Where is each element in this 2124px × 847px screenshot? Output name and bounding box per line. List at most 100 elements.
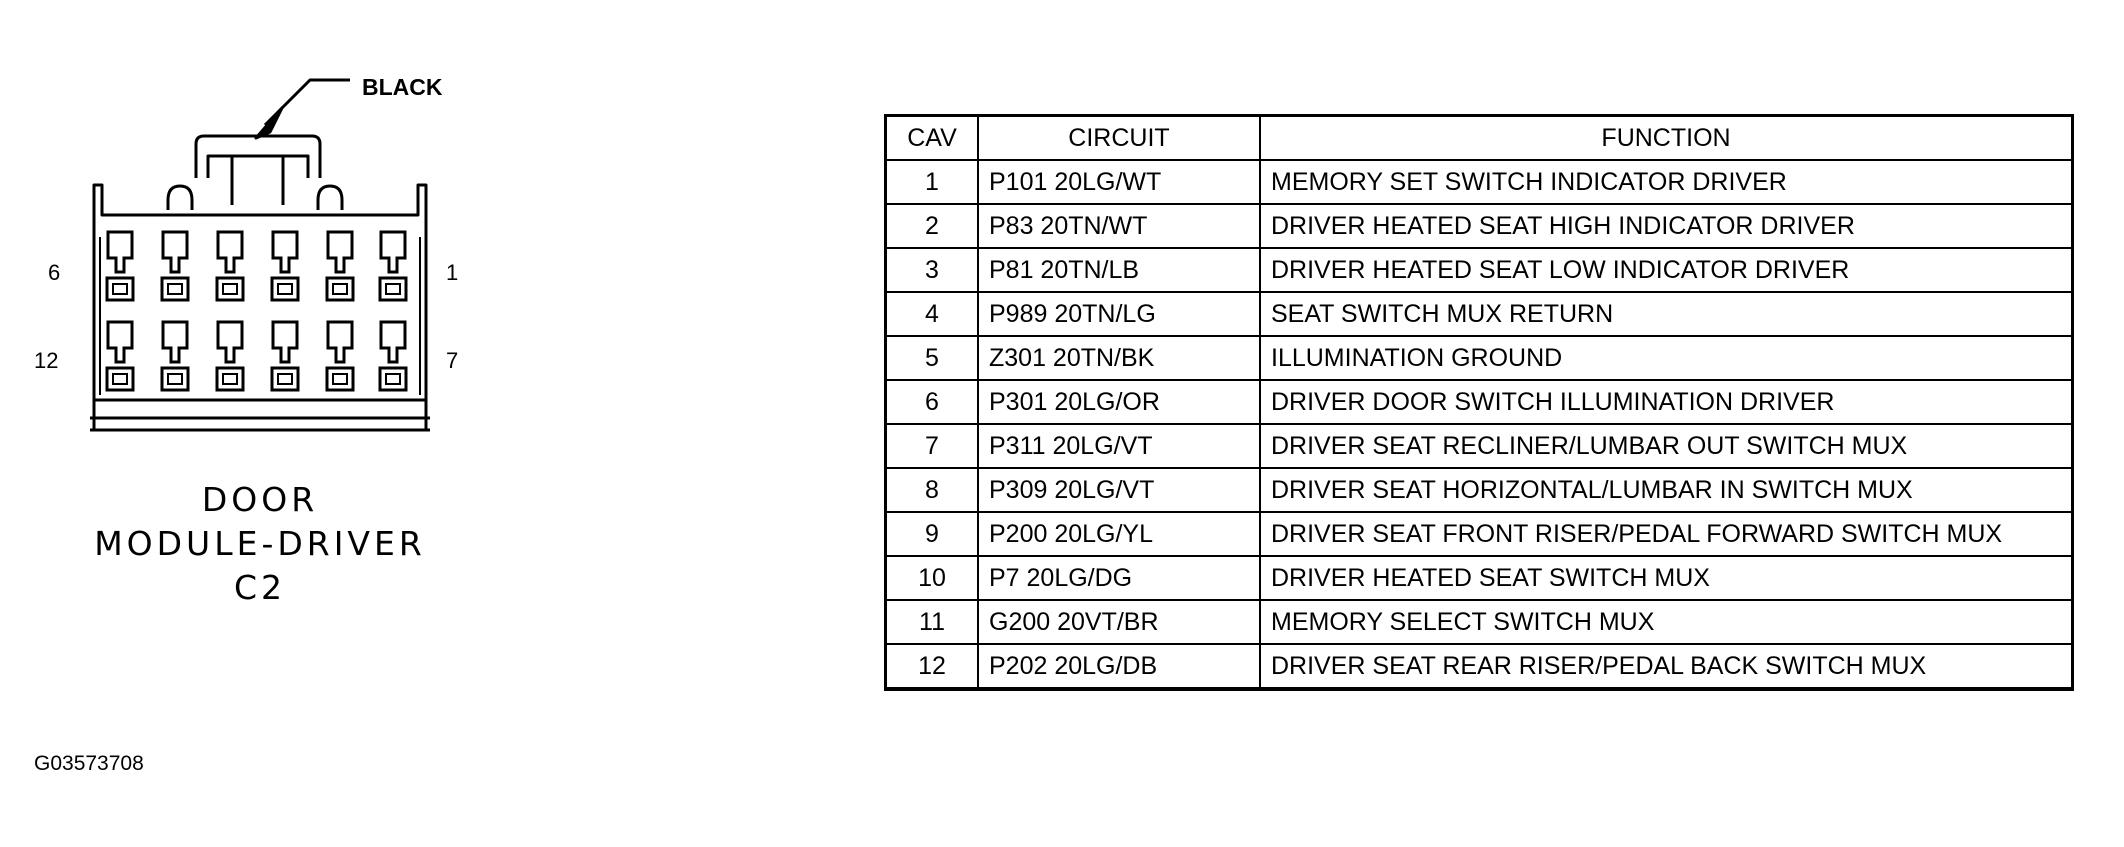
circuit-cell: P101 20LG/WT: [977, 159, 1261, 205]
connector-latch: [194, 134, 322, 205]
terminal-latch: [106, 320, 134, 364]
header-circuit: CIRCUIT: [977, 114, 1261, 161]
terminal-cavity: [105, 276, 135, 302]
circuit-cell: P989 20TN/LG: [977, 291, 1261, 337]
circuit-cell: Z301 20TN/BK: [977, 335, 1261, 381]
caption-line-1: DOOR: [201, 480, 319, 519]
terminal-cavity: [270, 276, 300, 302]
function-cell: MEMORY SET SWITCH INDICATOR DRIVER: [1259, 159, 2074, 205]
terminal-cavity-inner: [385, 283, 401, 295]
pin-label-top-right: 1: [446, 260, 458, 285]
cav-cell: 11: [884, 599, 979, 645]
terminal-cavity: [378, 276, 408, 302]
terminal-cavity-inner: [222, 283, 238, 295]
cav-cell: 1: [884, 159, 979, 205]
function-cell: SEAT SWITCH MUX RETURN: [1259, 291, 2074, 337]
terminal-cavity-inner: [222, 373, 238, 385]
cav-cell: 6: [884, 379, 979, 425]
circuit-cell: P200 20LG/YL: [977, 511, 1261, 557]
circuit-cell: P301 20LG/OR: [977, 379, 1261, 425]
connector-caption: DOOR MODULE-DRIVER C2: [70, 478, 450, 610]
table-header-row: CAV CIRCUIT FUNCTION: [884, 114, 2074, 161]
terminal-cavity: [215, 366, 245, 392]
terminal-latch: [326, 320, 354, 364]
terminal-latch: [271, 230, 299, 274]
terminal-cavity-inner: [112, 373, 128, 385]
header-function: FUNCTION: [1259, 114, 2074, 161]
function-cell: DRIVER SEAT FRONT RISER/PEDAL FORWARD SW…: [1259, 511, 2074, 557]
circuit-cell: G200 20VT/BR: [977, 599, 1261, 645]
terminal-latch: [216, 320, 244, 364]
cav-cell: 4: [884, 291, 979, 337]
terminal-latch: [216, 230, 244, 274]
terminal-latch: [379, 230, 407, 274]
color-leader-arrow: [254, 106, 284, 140]
pin-label-top-left: 6: [48, 260, 60, 285]
terminal-latch: [106, 230, 134, 274]
cav-cell: 12: [884, 643, 979, 691]
circuit-cell: P7 20LG/DG: [977, 555, 1261, 601]
connector-bump-right: [316, 184, 344, 210]
terminal-cavity-inner: [332, 283, 348, 295]
terminal-cavity: [325, 276, 355, 302]
terminal-cavities: [105, 230, 408, 392]
terminal-cavity-inner: [112, 283, 128, 295]
terminal-cavity: [160, 366, 190, 392]
function-cell: MEMORY SELECT SWITCH MUX: [1259, 599, 2074, 645]
cav-cell: 2: [884, 203, 979, 249]
terminal-cavity: [270, 366, 300, 392]
terminal-cavity-inner: [167, 283, 183, 295]
function-cell: DRIVER HEATED SEAT HIGH INDICATOR DRIVER: [1259, 203, 2074, 249]
terminal-cavity-inner: [277, 373, 293, 385]
caption-line-3: C2: [233, 568, 287, 607]
color-label: BLACK: [362, 74, 443, 100]
connector-housing: [92, 183, 428, 402]
terminal-cavity-inner: [385, 373, 401, 385]
terminal-cavity-inner: [167, 373, 183, 385]
figure-id: G03573708: [34, 752, 144, 775]
connector-diagram: BLACK 6 1 12 7: [34, 74, 458, 432]
header-cav: CAV: [884, 114, 979, 161]
cav-cell: 3: [884, 247, 979, 293]
terminal-cavity-inner: [277, 283, 293, 295]
terminal-latch: [271, 320, 299, 364]
function-cell: DRIVER SEAT RECLINER/LUMBAR OUT SWITCH M…: [1259, 423, 2074, 469]
terminal-cavity: [325, 366, 355, 392]
pin-label-bottom-right: 7: [446, 348, 458, 373]
cav-cell: 8: [884, 467, 979, 513]
terminal-cavity: [160, 276, 190, 302]
function-cell: ILLUMINATION GROUND: [1259, 335, 2074, 381]
function-cell: DRIVER SEAT HORIZONTAL/LUMBAR IN SWITCH …: [1259, 467, 2074, 513]
terminal-cavity-inner: [332, 373, 348, 385]
terminal-latch: [161, 320, 189, 364]
circuit-cell: P83 20TN/WT: [977, 203, 1261, 249]
cav-cell: 5: [884, 335, 979, 381]
terminal-latch: [326, 230, 354, 274]
terminal-cavity: [215, 276, 245, 302]
circuit-cell: P309 20LG/VT: [977, 467, 1261, 513]
terminal-cavity: [378, 366, 408, 392]
circuit-cell: P81 20TN/LB: [977, 247, 1261, 293]
pin-label-bottom-left: 12: [34, 348, 58, 373]
terminal-cavity: [105, 366, 135, 392]
function-cell: DRIVER SEAT REAR RISER/PEDAL BACK SWITCH…: [1259, 643, 2074, 691]
circuit-cell: P311 20LG/VT: [977, 423, 1261, 469]
cav-cell: 7: [884, 423, 979, 469]
terminal-latch: [161, 230, 189, 274]
terminal-latch: [379, 320, 407, 364]
connector-bump-left: [166, 184, 194, 210]
circuit-cell: P202 20LG/DB: [977, 643, 1261, 691]
